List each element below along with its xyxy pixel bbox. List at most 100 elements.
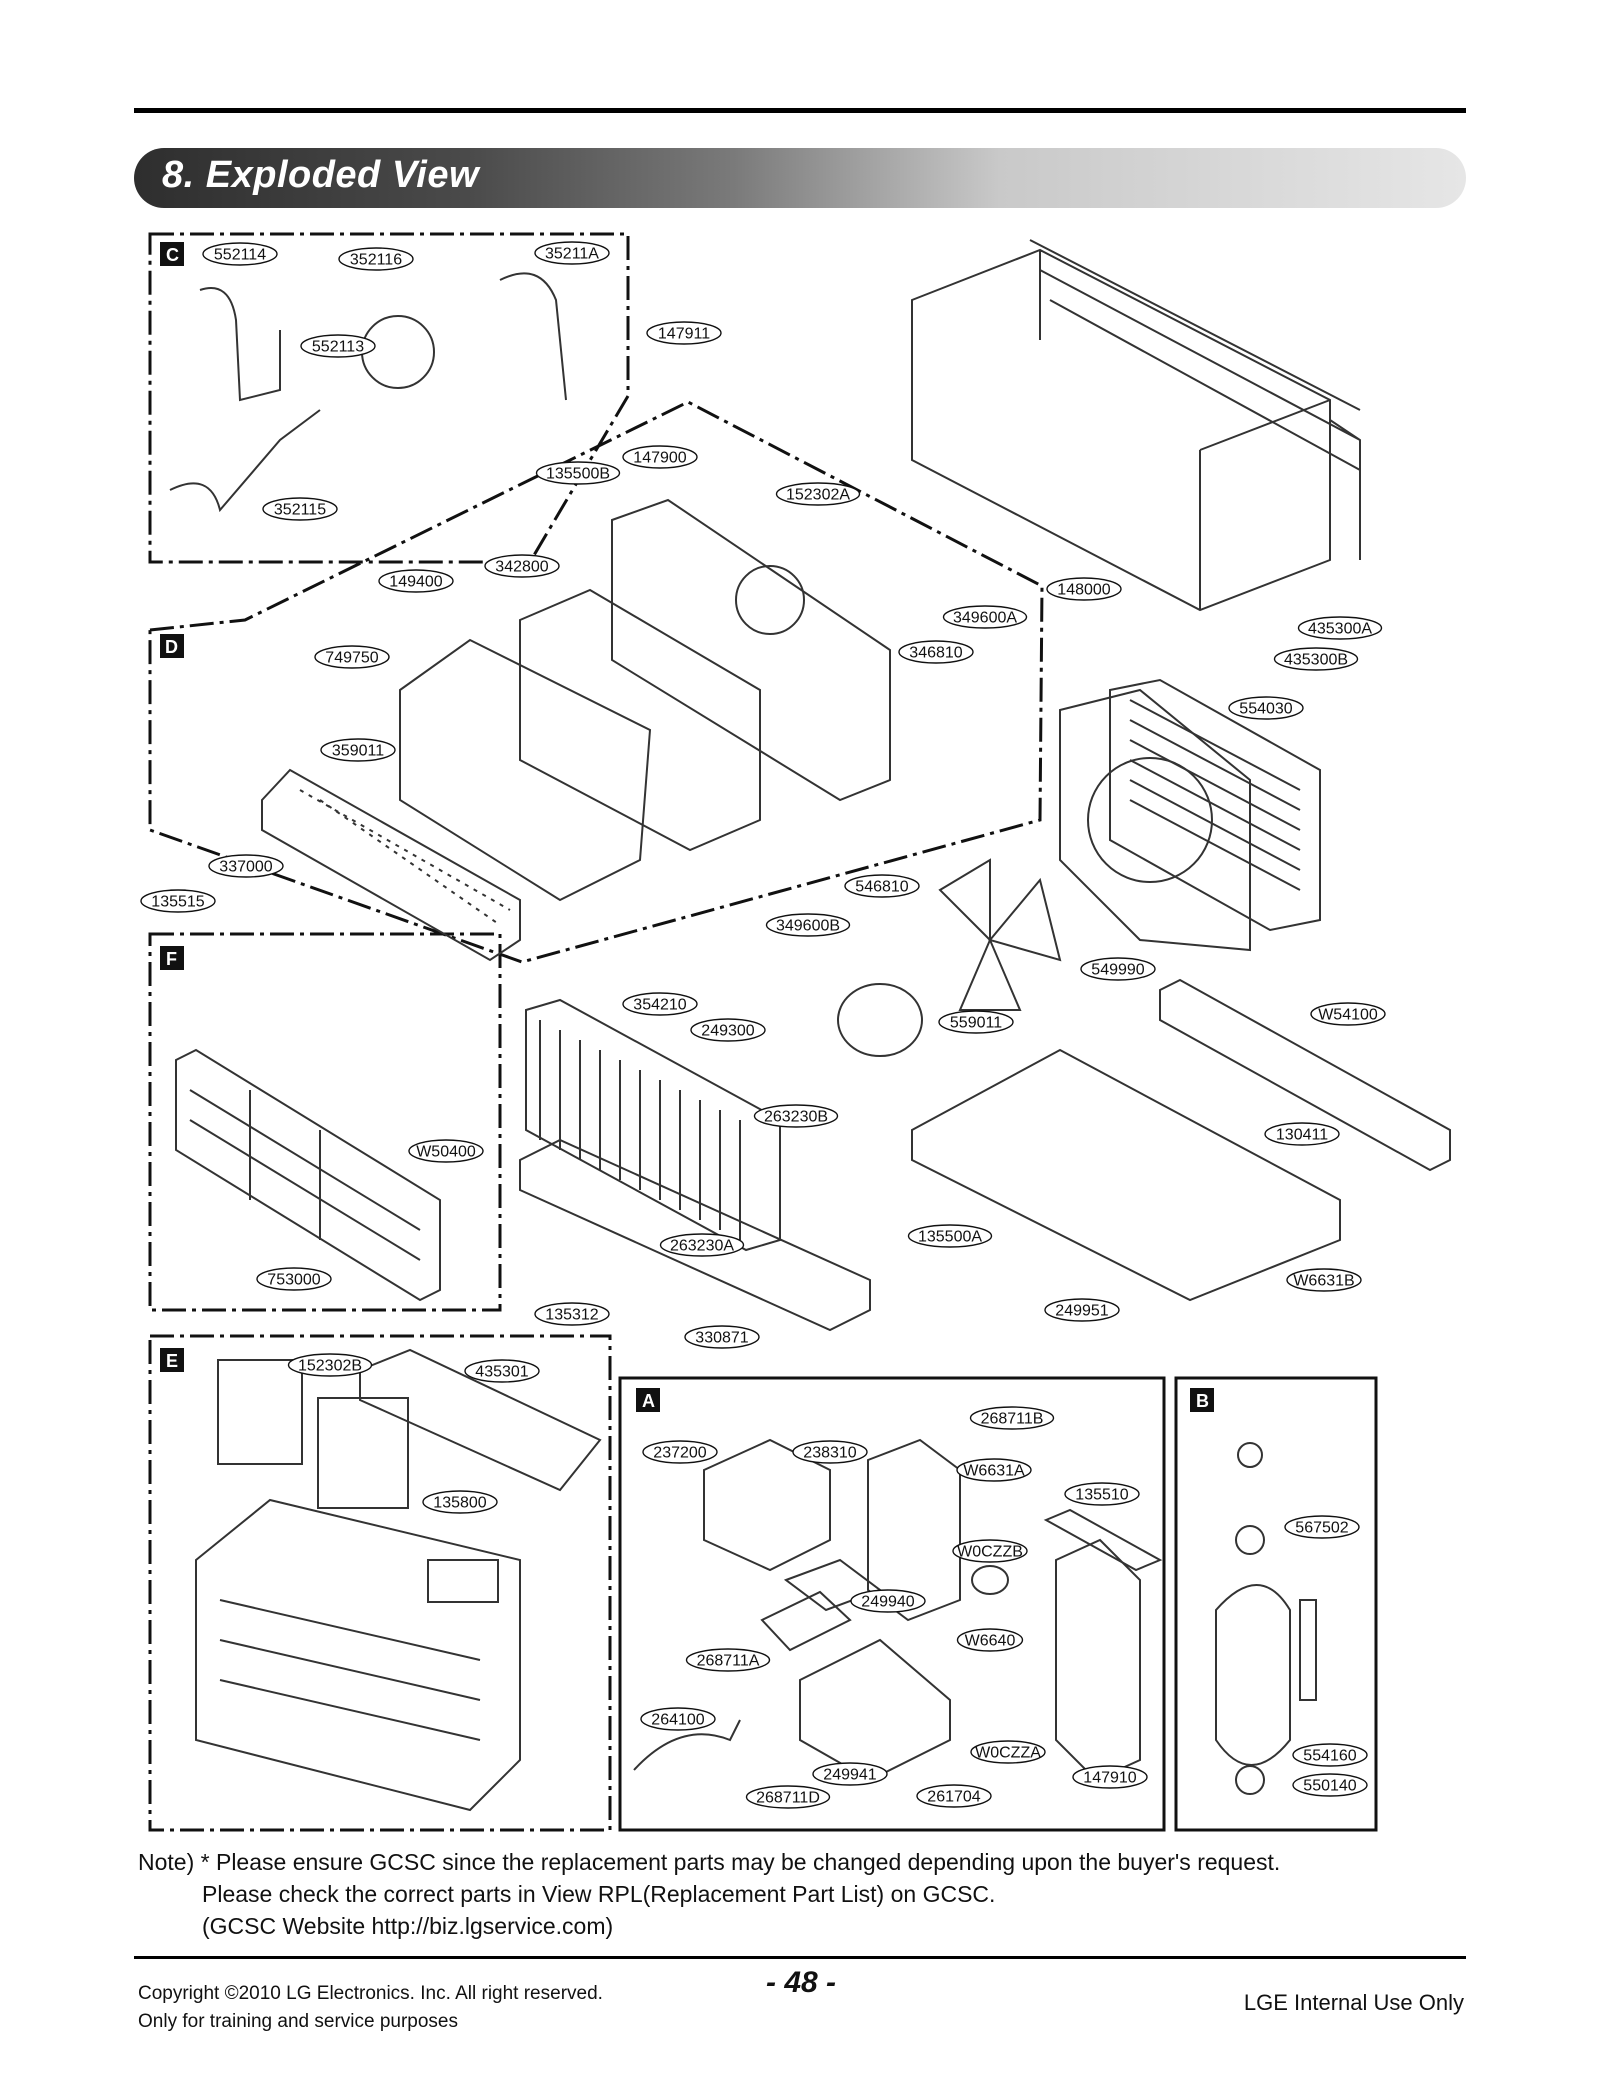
power-cord-illustration xyxy=(633,1719,741,1771)
part-callout: 552113 xyxy=(300,334,376,358)
part-callout: 552114 xyxy=(202,242,278,266)
condenser-illustration xyxy=(1109,678,1321,932)
part-callout-bubble xyxy=(1228,696,1304,720)
part-callout-bubble xyxy=(646,321,722,345)
note-line-1: Note) * Please ensure GCSC since the rep… xyxy=(138,1849,1281,1875)
part-number-label: 352115 xyxy=(274,502,326,519)
part-callout-bubble xyxy=(659,1233,745,1257)
part-callout-bubble xyxy=(1310,1002,1386,1026)
part-callout-bubble xyxy=(1273,647,1359,671)
part-number-label: 435301 xyxy=(475,1364,528,1381)
part-callout: 147911 xyxy=(646,321,722,345)
part-number-label: W54100 xyxy=(1318,1007,1378,1024)
part-number-label: 268711A xyxy=(697,1653,760,1670)
part-callout: 435301 xyxy=(464,1359,540,1383)
part-callout-bubble xyxy=(534,241,610,265)
bracket-bar-illustration xyxy=(1159,978,1451,1172)
part-callout-bubble xyxy=(753,1104,839,1128)
part-number-label: 152302B xyxy=(298,1358,362,1375)
section-badge-e: E xyxy=(160,1348,184,1372)
part-number-label: 549990 xyxy=(1091,962,1144,979)
inlet-grille-f-illustration xyxy=(175,1048,441,1302)
part-number-label: 342800 xyxy=(495,559,548,576)
cover-door-illustration xyxy=(427,1559,499,1603)
part-callout: 135500B xyxy=(535,461,621,485)
part-callout-bubble xyxy=(1284,1515,1360,1539)
part-callout: 352115 xyxy=(262,497,338,521)
part-number-label: 130411 xyxy=(1276,1127,1328,1144)
rear-grille-illustration xyxy=(1029,239,1361,560)
filter-left-illustration xyxy=(217,1359,303,1465)
part-callout: 152302A xyxy=(775,482,861,506)
part-callout-bubble xyxy=(535,461,621,485)
part-number-label: 264100 xyxy=(651,1712,704,1729)
part-callout-bubble xyxy=(1264,1122,1340,1146)
part-callout: 346810 xyxy=(898,640,974,664)
part-number-label: 330871 xyxy=(695,1330,748,1347)
part-number-label: 261704 xyxy=(927,1789,980,1806)
section-badge-a: A xyxy=(636,1388,660,1412)
part-number-label: 149400 xyxy=(389,574,442,591)
part-callout: 152302B xyxy=(287,1353,373,1377)
part-callout: 264100 xyxy=(640,1707,716,1731)
part-callout: 342800 xyxy=(484,554,560,578)
part-number-label: 554030 xyxy=(1239,701,1292,718)
top-cover-a-illustration xyxy=(1043,1508,1163,1572)
blower-ring-illustration xyxy=(735,565,805,635)
part-number-label: 135500A xyxy=(918,1229,982,1246)
part-callout-bubble xyxy=(140,889,216,913)
part-number-label: 352116 xyxy=(350,252,402,269)
svg-text:D: D xyxy=(165,637,178,657)
part-callout-bubble xyxy=(942,605,1028,629)
part-number-label: 249941 xyxy=(823,1767,876,1784)
part-callout-bubble xyxy=(408,1139,484,1163)
part-number-label: 152302A xyxy=(786,487,850,504)
part-callout: 268711A xyxy=(685,1648,771,1672)
part-callout: 559011 xyxy=(938,1010,1014,1034)
accumulator-illustration xyxy=(1299,1599,1317,1701)
cross-flow-fan-illustration xyxy=(261,768,521,962)
part-callout-bubble xyxy=(300,334,376,358)
part-callout: 237200 xyxy=(642,1440,718,1464)
part-callout: W6631A xyxy=(956,1458,1032,1482)
part-callout-bubble xyxy=(422,1490,498,1514)
part-number-label: 550140 xyxy=(1303,1778,1356,1795)
frame-a xyxy=(618,1376,1166,1832)
front-cover-illustration xyxy=(195,1498,521,1812)
part-callout-bubble xyxy=(208,854,284,878)
svg-text:C: C xyxy=(166,245,179,265)
part-callout-bubble xyxy=(464,1359,540,1383)
part-callout: 135800 xyxy=(422,1490,498,1514)
part-callout-bubble xyxy=(792,1440,868,1464)
part-callout: 249940 xyxy=(850,1589,926,1613)
scroll-shell-illustration xyxy=(399,638,652,902)
svg-text:B: B xyxy=(1196,1391,1209,1411)
part-number-label: 552114 xyxy=(214,247,266,264)
part-callout: W0CZZA xyxy=(970,1740,1046,1764)
frame-f xyxy=(148,932,502,1312)
tube-352115-illustration xyxy=(169,409,321,513)
section-badge-c: C xyxy=(160,242,184,266)
part-number-label: 35211A xyxy=(545,246,599,263)
part-callout-bubble xyxy=(844,874,920,898)
part-callout: 352116 xyxy=(338,247,414,271)
part-callout-bubble xyxy=(907,1224,993,1248)
part-callout-bubble xyxy=(970,1740,1046,1764)
section-badge-d: D xyxy=(160,634,184,658)
tube-35211A-illustration xyxy=(499,272,567,401)
part-callout: 35211A xyxy=(534,241,610,265)
part-number-label: 148000 xyxy=(1057,582,1110,599)
top-rule xyxy=(134,108,1466,113)
compressor-illustration xyxy=(1215,1584,1291,1766)
frame-b xyxy=(1174,1376,1378,1832)
base-pan-illustration xyxy=(911,1048,1341,1302)
section-title-bar xyxy=(134,148,1466,208)
part-callout-bubble xyxy=(685,1648,771,1672)
page-number: - 48 - xyxy=(766,1966,837,1999)
section-badge-b: B xyxy=(1190,1388,1214,1412)
part-callout: 135515 xyxy=(140,889,216,913)
part-number-label: W6640 xyxy=(965,1633,1016,1650)
svg-text:F: F xyxy=(166,949,177,969)
part-callout: W0CZZB xyxy=(952,1539,1028,1563)
